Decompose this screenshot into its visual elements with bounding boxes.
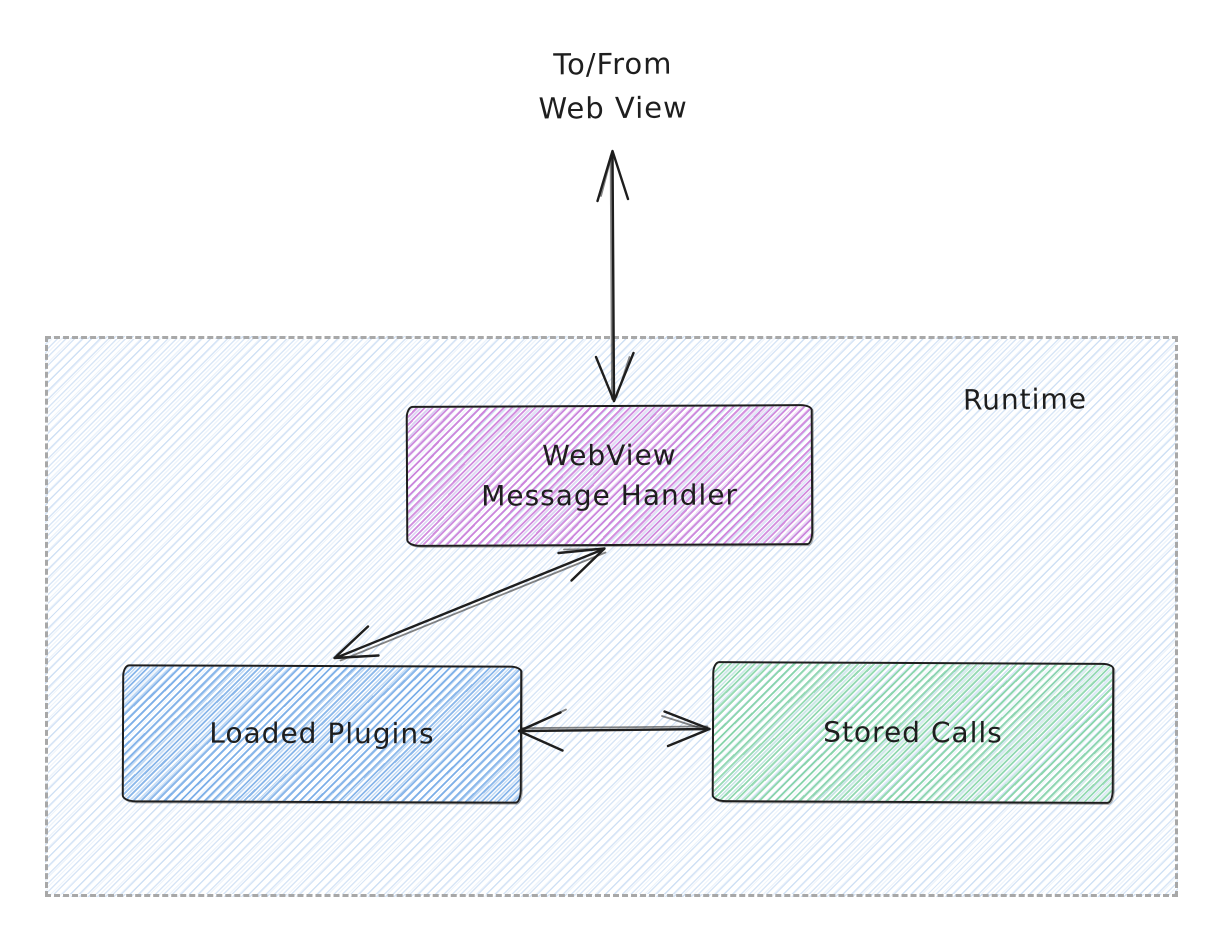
- node-loaded-plugins: Loaded Plugins: [121, 664, 523, 804]
- external-io-label-line1: To/From: [553, 46, 673, 82]
- node-webview-message-handler-label-line1: WebView: [542, 438, 677, 472]
- node-webview-message-handler-label-line2: Message Handler: [481, 477, 739, 513]
- runtime-label: Runtime: [962, 382, 1088, 417]
- external-io-label: To/From Web View: [463, 41, 764, 131]
- node-stored-calls: Stored Calls: [711, 661, 1115, 804]
- external-io-label-line2: Web View: [538, 90, 688, 126]
- node-loaded-plugins-label: Loaded Plugins: [209, 716, 435, 751]
- node-webview-message-handler: WebView Message Handler: [405, 404, 814, 547]
- node-stored-calls-label: Stored Calls: [823, 715, 1003, 749]
